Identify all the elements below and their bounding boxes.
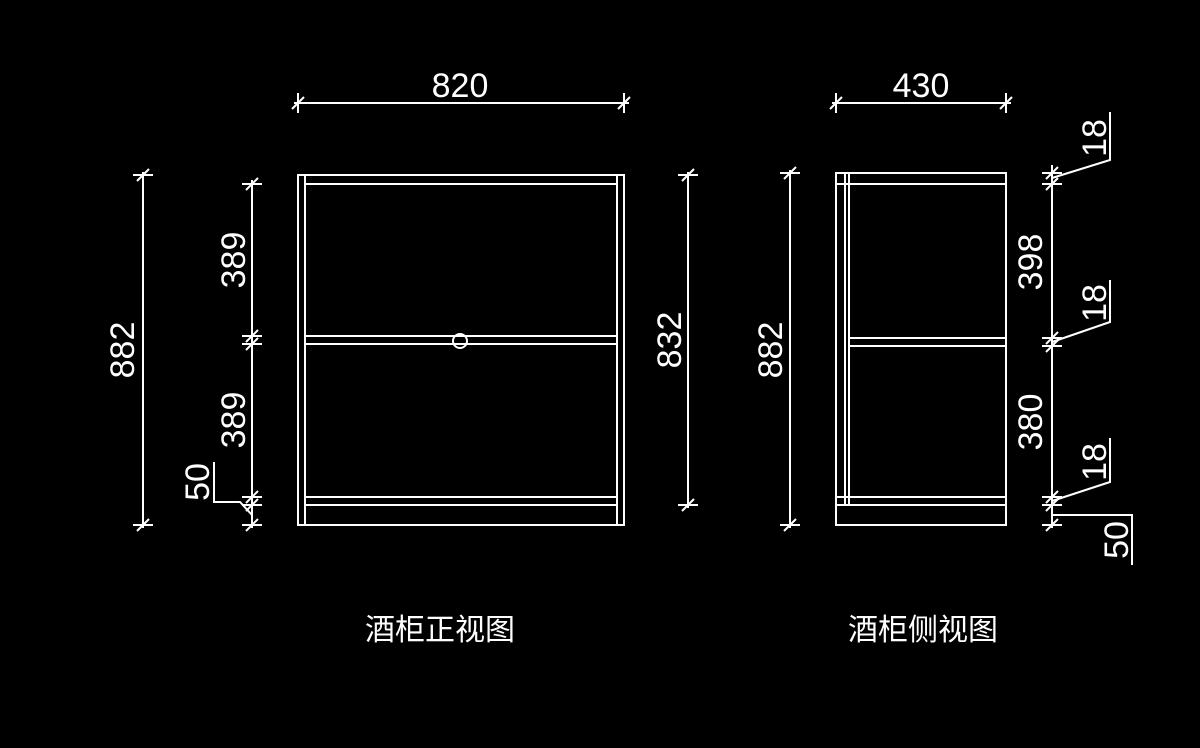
- side-total-height-label: 882: [752, 322, 790, 379]
- front-width-label: 820: [432, 67, 489, 105]
- front-lower-label: 389: [215, 392, 253, 449]
- side-outline: [835, 172, 1007, 526]
- front-view-title: 酒柜正视图: [365, 613, 515, 648]
- front-plinth-label: 50: [179, 463, 217, 501]
- dim-front-total-height: 882: [104, 168, 153, 532]
- front-total-height-label: 882: [104, 322, 142, 379]
- side-lower-label: 380: [1012, 394, 1050, 451]
- side-view: 430 882 398: [752, 67, 1136, 648]
- front-upper-label: 389: [215, 232, 253, 289]
- side-view-title: 酒柜侧视图: [848, 613, 998, 648]
- side-bottom-board-label: 18: [1076, 443, 1114, 481]
- dim-front-segments: 389 389 50: [179, 177, 262, 532]
- side-plinth-label: 50: [1098, 521, 1136, 559]
- dim-front-right-height: 832: [651, 168, 698, 512]
- front-side-height-label: 832: [651, 312, 689, 369]
- side-mid-board-label: 18: [1076, 284, 1114, 322]
- dim-side-width: 430: [829, 67, 1013, 113]
- knob-icon: [452, 333, 468, 349]
- dim-side-segments: 398 380 18 18 18 50: [1012, 112, 1136, 565]
- side-top-board-label: 18: [1076, 119, 1114, 157]
- side-width-label: 430: [893, 67, 950, 105]
- dim-side-total-height: 882: [752, 166, 800, 532]
- front-outline: [297, 174, 625, 526]
- side-upper-label: 398: [1012, 234, 1050, 291]
- front-view: 820 882 389 389: [104, 67, 698, 648]
- dim-front-width: 820: [291, 67, 631, 113]
